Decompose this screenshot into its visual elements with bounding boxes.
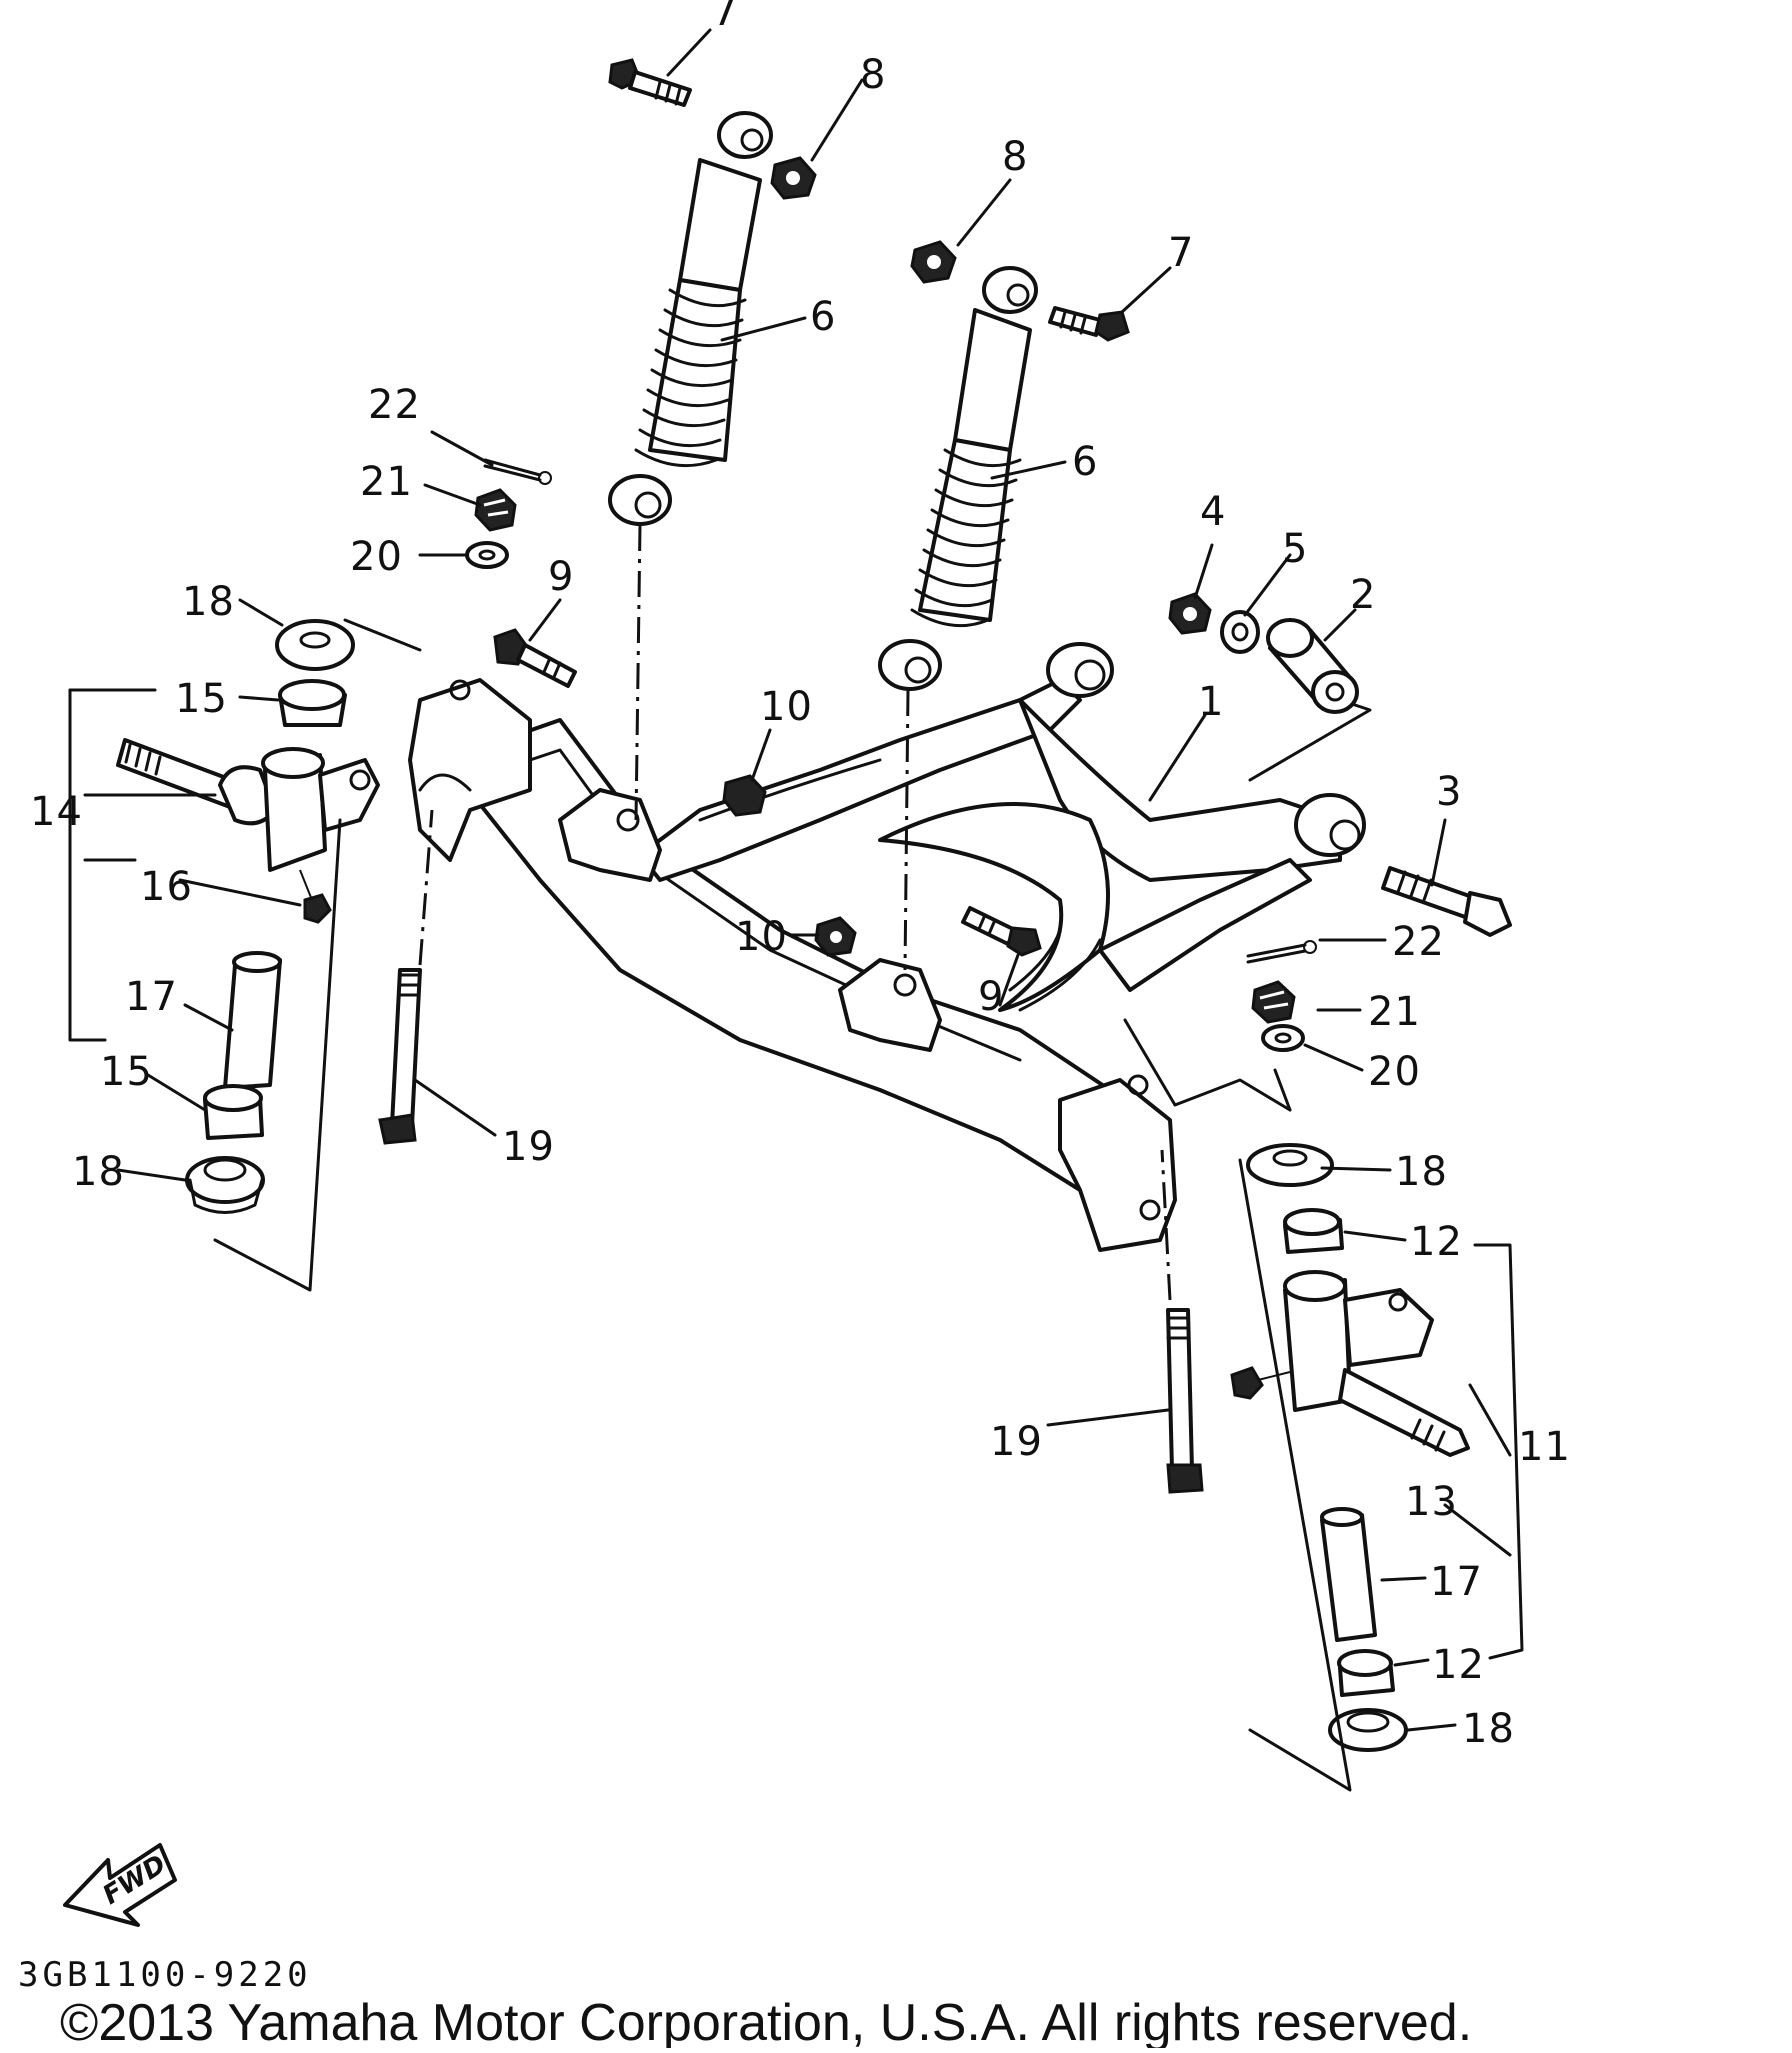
shock-absorber-left <box>608 111 773 821</box>
callout-18-right-bottom: 18 <box>1462 1706 1515 1752</box>
callout-4: 4 <box>1200 489 1226 535</box>
knuckle-11 <box>1283 1270 1470 1457</box>
callout-19-left: 19 <box>502 1124 555 1170</box>
callout-22-right: 22 <box>1392 919 1445 965</box>
grease-nipple-16 <box>303 893 332 924</box>
callout-16: 16 <box>140 864 193 910</box>
seal-18-left-top <box>275 619 355 671</box>
spring-coils-left <box>634 288 747 468</box>
copyright-notice: ©2013 Yamaha Motor Corporation, U.S.A. A… <box>60 1994 1472 2048</box>
collar-17-left <box>223 958 282 1090</box>
front-arm-frame <box>408 642 1372 1252</box>
callout-20-top: 20 <box>350 534 403 580</box>
callout-12-right-bottom: 12 <box>1432 1642 1485 1688</box>
callout-9-bottom: 9 <box>978 974 1004 1020</box>
callout-21-right: 21 <box>1368 989 1421 1035</box>
callout-10-bottom: 10 <box>735 914 788 960</box>
callout-10-top: 10 <box>760 684 813 730</box>
nut-10-bottom <box>814 916 857 957</box>
callout-12-right-top: 12 <box>1410 1219 1463 1265</box>
left-knuckle-group <box>68 618 422 1292</box>
nut-8-right <box>910 240 957 284</box>
callout-1: 1 <box>1198 679 1224 725</box>
right-knuckle-group <box>1123 1018 1524 1792</box>
king-pin-19-right <box>1160 1149 1204 1494</box>
king-pin-19-left <box>378 809 434 1145</box>
callout-3: 3 <box>1436 769 1462 815</box>
nut-10-top <box>722 774 767 817</box>
callout-14: 14 <box>30 789 83 835</box>
nut-8-top <box>770 156 817 200</box>
callout-19-right: 19 <box>990 1419 1043 1465</box>
callout-5: 5 <box>1282 526 1308 572</box>
knuckle-14 <box>116 738 380 872</box>
bolt-7-top <box>608 58 692 107</box>
castle-nut-21-top <box>474 488 517 532</box>
callout-18-left-bottom: 18 <box>72 1149 125 1195</box>
bolt-9-bottom <box>961 906 1042 957</box>
callout-11: 11 <box>1518 1424 1571 1470</box>
bolt-7-right <box>1048 306 1130 342</box>
callout-7-top: 7 <box>712 0 738 35</box>
bolt-13 <box>1230 1366 1264 1400</box>
washer-5 <box>1220 610 1260 654</box>
bushing-2 <box>1266 618 1359 714</box>
bolt-9-top <box>493 628 577 688</box>
callout-21-top: 21 <box>360 459 413 505</box>
callout-8-right: 8 <box>1002 134 1028 180</box>
callout-17-left: 17 <box>125 974 178 1020</box>
callout-13: 13 <box>1405 1479 1458 1525</box>
washer-20-top <box>465 541 509 569</box>
callout-20-right: 20 <box>1368 1049 1421 1095</box>
callout-8-top: 8 <box>860 52 886 98</box>
callout-7-right: 7 <box>1168 230 1194 276</box>
collar-17-right <box>1320 1513 1377 1642</box>
callout-2: 2 <box>1350 572 1376 618</box>
fwd-direction-arrow: FWD <box>63 1843 177 1927</box>
cotter-pin-22-top <box>483 458 552 485</box>
callout-18-left-top: 18 <box>182 579 235 625</box>
diagram-code: 3GB1100-9220 <box>18 1955 312 1995</box>
callout-15-left-top: 15 <box>175 676 228 722</box>
callout-18-right-top: 18 <box>1395 1149 1448 1195</box>
leader-lines <box>116 28 1457 1732</box>
callout-15-left-bottom: 15 <box>100 1049 153 1095</box>
callout-6-left: 6 <box>810 294 836 340</box>
callout-6-right: 6 <box>1072 439 1098 485</box>
shock-absorber-right <box>878 266 1038 971</box>
callout-17-right: 17 <box>1430 1559 1483 1605</box>
callout-numbers: 7 8 8 7 6 6 22 21 20 9 10 10 9 4 5 2 1 3… <box>30 0 1571 1752</box>
castle-nut-21-right <box>1251 980 1296 1024</box>
washer-20-right <box>1261 1024 1305 1052</box>
callout-9-top: 9 <box>548 554 574 600</box>
spring-coils-right <box>910 448 1022 628</box>
pivot-bolt-3 <box>1381 866 1512 937</box>
cotter-pin-22-right <box>1246 940 1317 964</box>
callout-22-top: 22 <box>368 382 421 428</box>
nut-4 <box>1168 592 1212 635</box>
